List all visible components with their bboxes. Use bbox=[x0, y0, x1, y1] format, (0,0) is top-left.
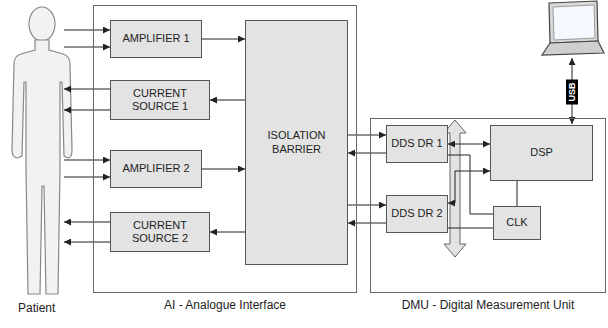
patient-head bbox=[29, 7, 55, 41]
signal-connector bbox=[448, 144, 490, 145]
box-label: ISOLATION BARRIER bbox=[246, 129, 347, 155]
box-label: CURRENT SOURCE 2 bbox=[111, 219, 209, 245]
electrode-lead bbox=[64, 160, 110, 161]
signal-connector bbox=[448, 228, 493, 229]
clock-box: CLK bbox=[493, 206, 541, 240]
electrode-lead bbox=[64, 89, 110, 90]
signal-connector bbox=[348, 135, 386, 136]
electrode-lead bbox=[64, 110, 110, 111]
box-label: CURRENT SOURCE 1 bbox=[111, 87, 209, 113]
signal-connector bbox=[348, 153, 386, 154]
signal-connector bbox=[517, 181, 518, 206]
box-label: AMPLIFIER 2 bbox=[122, 162, 189, 175]
signal-connector bbox=[202, 39, 245, 40]
interface-group: AI - Analogue InterfaceAMPLIFIER 1CURREN… bbox=[93, 5, 357, 293]
signal-connector bbox=[210, 232, 245, 233]
signal-connector bbox=[448, 171, 490, 203]
box-label: AMPLIFIER 1 bbox=[122, 32, 189, 45]
isolation-barrier-box: ISOLATION BARRIER bbox=[245, 20, 348, 265]
patient-body bbox=[12, 40, 72, 294]
signal-connector bbox=[348, 223, 386, 224]
electrode-lead bbox=[64, 242, 110, 243]
current-source-box: CURRENT SOURCE 2 bbox=[110, 212, 210, 252]
signal-connector bbox=[348, 205, 386, 206]
electrode-lead bbox=[64, 30, 110, 31]
amplifier-box: AMPLIFIER 1 bbox=[110, 20, 202, 58]
box-label: DSP bbox=[530, 146, 553, 159]
interface-label: USB bbox=[566, 79, 578, 104]
box-label: DDS DR 1 bbox=[391, 137, 442, 150]
signal-connector bbox=[448, 155, 493, 214]
electrode-lead bbox=[64, 47, 110, 48]
figure-label: Patient bbox=[16, 301, 57, 315]
amplifier-box: AMPLIFIER 2 bbox=[110, 150, 202, 188]
electrode-lead bbox=[64, 222, 110, 223]
laptop-icon bbox=[542, 1, 604, 55]
laptop-screen bbox=[549, 1, 598, 43]
current-source-box: CURRENT SOURCE 1 bbox=[110, 80, 210, 120]
signal-connector bbox=[202, 169, 245, 170]
laptop-base bbox=[542, 41, 604, 55]
box-label: DDS DR 2 bbox=[391, 207, 442, 220]
dds-driver-box: DDS DR 1 bbox=[386, 125, 448, 163]
laptop-display bbox=[553, 5, 595, 40]
dsp-box: DSP bbox=[490, 125, 593, 181]
box-label: CLK bbox=[506, 216, 527, 229]
group-heading: AI - Analogue Interface bbox=[162, 298, 288, 312]
dds-driver-box: DDS DR 2 bbox=[386, 195, 448, 233]
signal-connector bbox=[210, 100, 245, 101]
group-heading: DMU - Digital Measurement Unit bbox=[400, 298, 577, 312]
patient-figure bbox=[12, 7, 72, 294]
measurement-unit-group: DMU - Digital Measurement UnitDDS DR 1DD… bbox=[370, 118, 606, 293]
patient-leads bbox=[64, 30, 110, 242]
electrode-lead bbox=[64, 177, 110, 178]
